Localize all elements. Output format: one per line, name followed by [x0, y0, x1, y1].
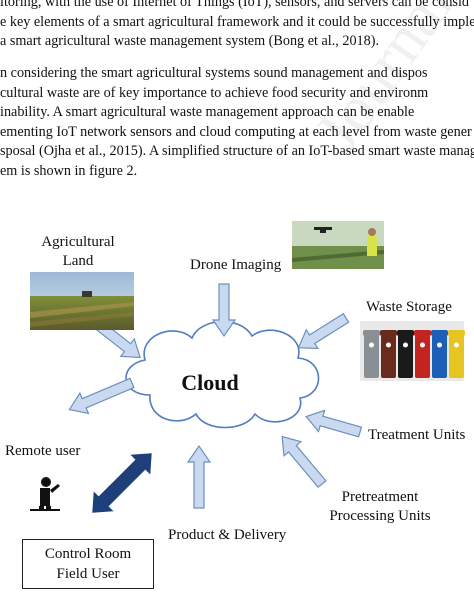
- waste-bin-lid: [414, 330, 431, 336]
- product-delivery-label: Product & Delivery: [168, 527, 287, 543]
- para2-line-6: em is shown in figure 2.: [0, 162, 138, 179]
- waste-bin: [381, 335, 396, 378]
- pretreatment-label: Pretreatment Processing Units: [318, 488, 442, 526]
- control-room-box: Control Room Field User: [22, 539, 154, 589]
- pretreatment-line-2: Processing Units: [329, 508, 431, 524]
- recycle-icon: [420, 342, 425, 348]
- agri-land-line-2: Land: [62, 253, 94, 269]
- control-room-line-2: Field User: [56, 566, 120, 582]
- drone-imaging-label: Drone Imaging: [190, 257, 282, 273]
- waste-bin-lid: [431, 330, 448, 336]
- pretreatment-line-1: Pretreatment: [341, 489, 419, 505]
- para1-line-2: e key elements of a smart agricultural f…: [0, 13, 474, 30]
- waste-bin: [364, 335, 379, 378]
- agricultural-land-label: Agricultural Land: [30, 233, 126, 271]
- para2-line-1: n considering the smart agricultural sys…: [0, 65, 428, 81]
- arrow-product: [186, 444, 212, 509]
- para1-line-1: itoring, with the use of Internet of Thi…: [0, 0, 469, 10]
- waste-bin: [432, 335, 447, 378]
- waste-bin-lid: [448, 330, 465, 336]
- waste-bin: [449, 335, 464, 378]
- double-arrow: [92, 453, 152, 513]
- para2-line-4: ementing IoT network sensors and cloud c…: [0, 123, 472, 140]
- recycle-icon: [386, 342, 391, 348]
- para2-line-2: cultural waste are of key importance to …: [0, 84, 429, 101]
- arrow-drone: [211, 283, 237, 338]
- waste-bin-lid: [397, 330, 414, 336]
- waste-bin-lid: [380, 330, 397, 336]
- waste-bin-lid: [363, 330, 380, 336]
- recycle-icon: [369, 342, 374, 348]
- agricultural-land-photo: [30, 272, 134, 330]
- waste-bins-photo: [360, 321, 465, 381]
- para2-line-5: sposal (Ojha et al., 2015). A simplified…: [0, 143, 474, 159]
- arrow-waste-storage: [297, 312, 350, 350]
- waste-bin: [398, 335, 413, 378]
- recycle-icon: [454, 342, 459, 348]
- para1-line-3: a smart agricultural waste management sy…: [0, 33, 380, 49]
- agri-land-line-1: Agricultural: [41, 234, 115, 250]
- cloud-shape: [125, 320, 320, 429]
- control-room-line-1: Control Room: [44, 546, 132, 562]
- cloud-label: Cloud: [181, 370, 239, 395]
- waste-bin: [415, 335, 430, 378]
- paragraph-2: n considering the smart agricultural sys…: [0, 64, 474, 181]
- treatment-units-label: Treatment Units: [368, 427, 466, 443]
- recycle-icon: [437, 342, 442, 348]
- waste-storage-label: Waste Storage: [366, 299, 452, 315]
- drone-photo: [292, 221, 384, 269]
- arrow-pretreatment: [281, 435, 327, 489]
- paragraph-1: itoring, with the use of Internet of Thi…: [0, 0, 474, 52]
- person-icon: [30, 477, 60, 511]
- arrow-treatment: [305, 409, 363, 438]
- remote-user-label: Remote user: [5, 443, 81, 459]
- arrow-remote-user: [68, 377, 135, 415]
- recycle-icon: [403, 342, 408, 348]
- para2-line-3: inability. A smart agricultural waste ma…: [0, 104, 415, 120]
